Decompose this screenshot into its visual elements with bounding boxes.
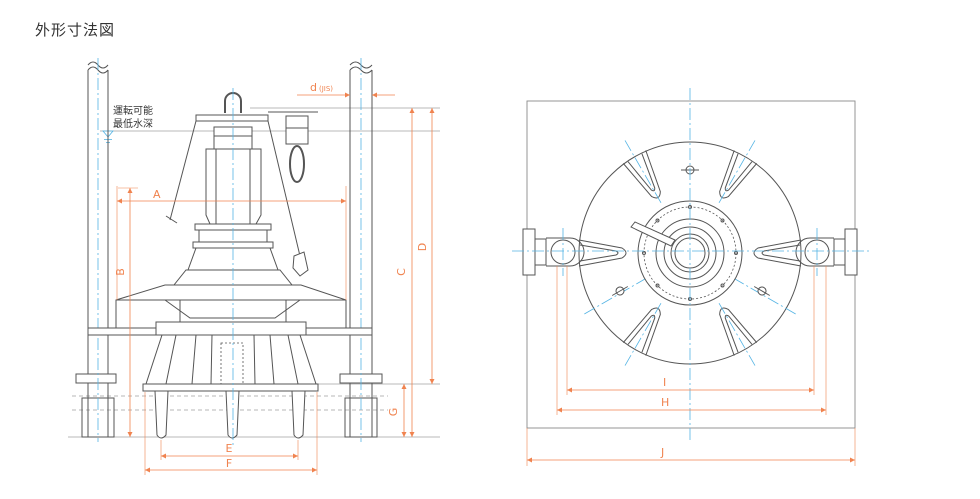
support-leg-middle — [225, 390, 240, 439]
bolt-hole — [720, 218, 725, 223]
vane-inner — [627, 314, 656, 353]
bolt-mark-line — [753, 286, 771, 296]
motor-housing — [205, 148, 262, 225]
water-note-line2: 最低水深 — [113, 117, 153, 130]
plan-view: I H J — [512, 88, 870, 466]
dim-d-vertical-label: D — [416, 243, 429, 251]
radial-centerlines — [584, 138, 796, 368]
bolt-hole — [655, 283, 660, 288]
dim-f-label: F — [226, 457, 232, 470]
stand-rib — [253, 334, 256, 385]
rail-holder-left — [522, 228, 585, 276]
dim-h-label: H — [661, 396, 669, 409]
vane-outer — [753, 239, 802, 267]
dim-a-label: A — [153, 188, 161, 201]
left-guide-pipe — [75, 58, 117, 442]
hub-plate — [155, 321, 307, 336]
stand-rib — [287, 334, 299, 385]
bolt-hole — [734, 251, 738, 255]
stand-rib — [210, 334, 213, 385]
stand-rib — [191, 334, 197, 385]
bolt-mark-lower-left — [611, 286, 629, 296]
pump-body — [87, 92, 373, 439]
dim-i-label: I — [663, 376, 666, 389]
cable-loop — [289, 145, 305, 183]
radial-centerline — [718, 303, 757, 368]
vane-inner — [627, 153, 656, 192]
vane-inner — [724, 314, 753, 353]
support-leg-left — [154, 390, 169, 439]
support-leg-right — [291, 390, 306, 439]
holder-clamp — [795, 237, 834, 267]
holder-plate — [522, 228, 536, 276]
dim-j-label: J — [660, 446, 664, 459]
bolt-hole — [642, 251, 646, 255]
page-title: 外形寸法図 — [35, 21, 116, 39]
dim-d-sublabel: (JIS) — [319, 85, 333, 93]
bolt-hole — [720, 283, 725, 288]
plan-view-dimensions: I H J — [526, 266, 856, 466]
holder-block — [833, 238, 846, 266]
dim-e-label: E — [226, 442, 233, 455]
bolt-mark-lower-right — [753, 286, 771, 296]
foot-plate — [142, 383, 319, 392]
dim-b-label: B — [114, 268, 127, 276]
cable-hook — [292, 251, 309, 277]
lifting-rod-left — [169, 120, 197, 221]
bolt-hole — [655, 218, 660, 223]
holder-plate — [844, 228, 858, 276]
radial-centerline — [623, 303, 662, 368]
radial-centerline — [584, 277, 647, 315]
side-view-dimensions: d (JIS) A B C D G E F — [114, 81, 435, 475]
top-frame-plate — [195, 114, 269, 122]
rail-holder-right — [795, 228, 858, 276]
radial-centerline — [733, 277, 796, 315]
radial-centerline — [718, 138, 757, 203]
stand-rib — [269, 334, 275, 385]
stand-rib — [165, 334, 177, 385]
lifting-rod-right — [267, 120, 301, 257]
dim-c-label: C — [395, 268, 408, 276]
lifting-rod-end — [165, 215, 178, 224]
wing-inner-line — [164, 299, 301, 319]
cable-bracket — [285, 115, 309, 145]
vane-inner — [724, 153, 753, 192]
radial-centerline — [623, 138, 662, 203]
dim-g-label: G — [387, 408, 400, 417]
vane-outer — [578, 239, 627, 267]
water-note-line1: 運転可能 — [113, 104, 153, 117]
dim-d-label: d — [310, 81, 317, 94]
side-view: 運転可能 最低水深 — [68, 58, 440, 475]
lifting-rod-plan — [630, 221, 676, 247]
holder-clamp — [546, 237, 585, 267]
holder-block — [534, 238, 547, 266]
pipe-flange — [75, 373, 117, 384]
bolt-mark-line — [611, 286, 629, 296]
water-level: 運転可能 最低水深 — [100, 104, 440, 143]
right-guide-pipe — [339, 58, 383, 442]
